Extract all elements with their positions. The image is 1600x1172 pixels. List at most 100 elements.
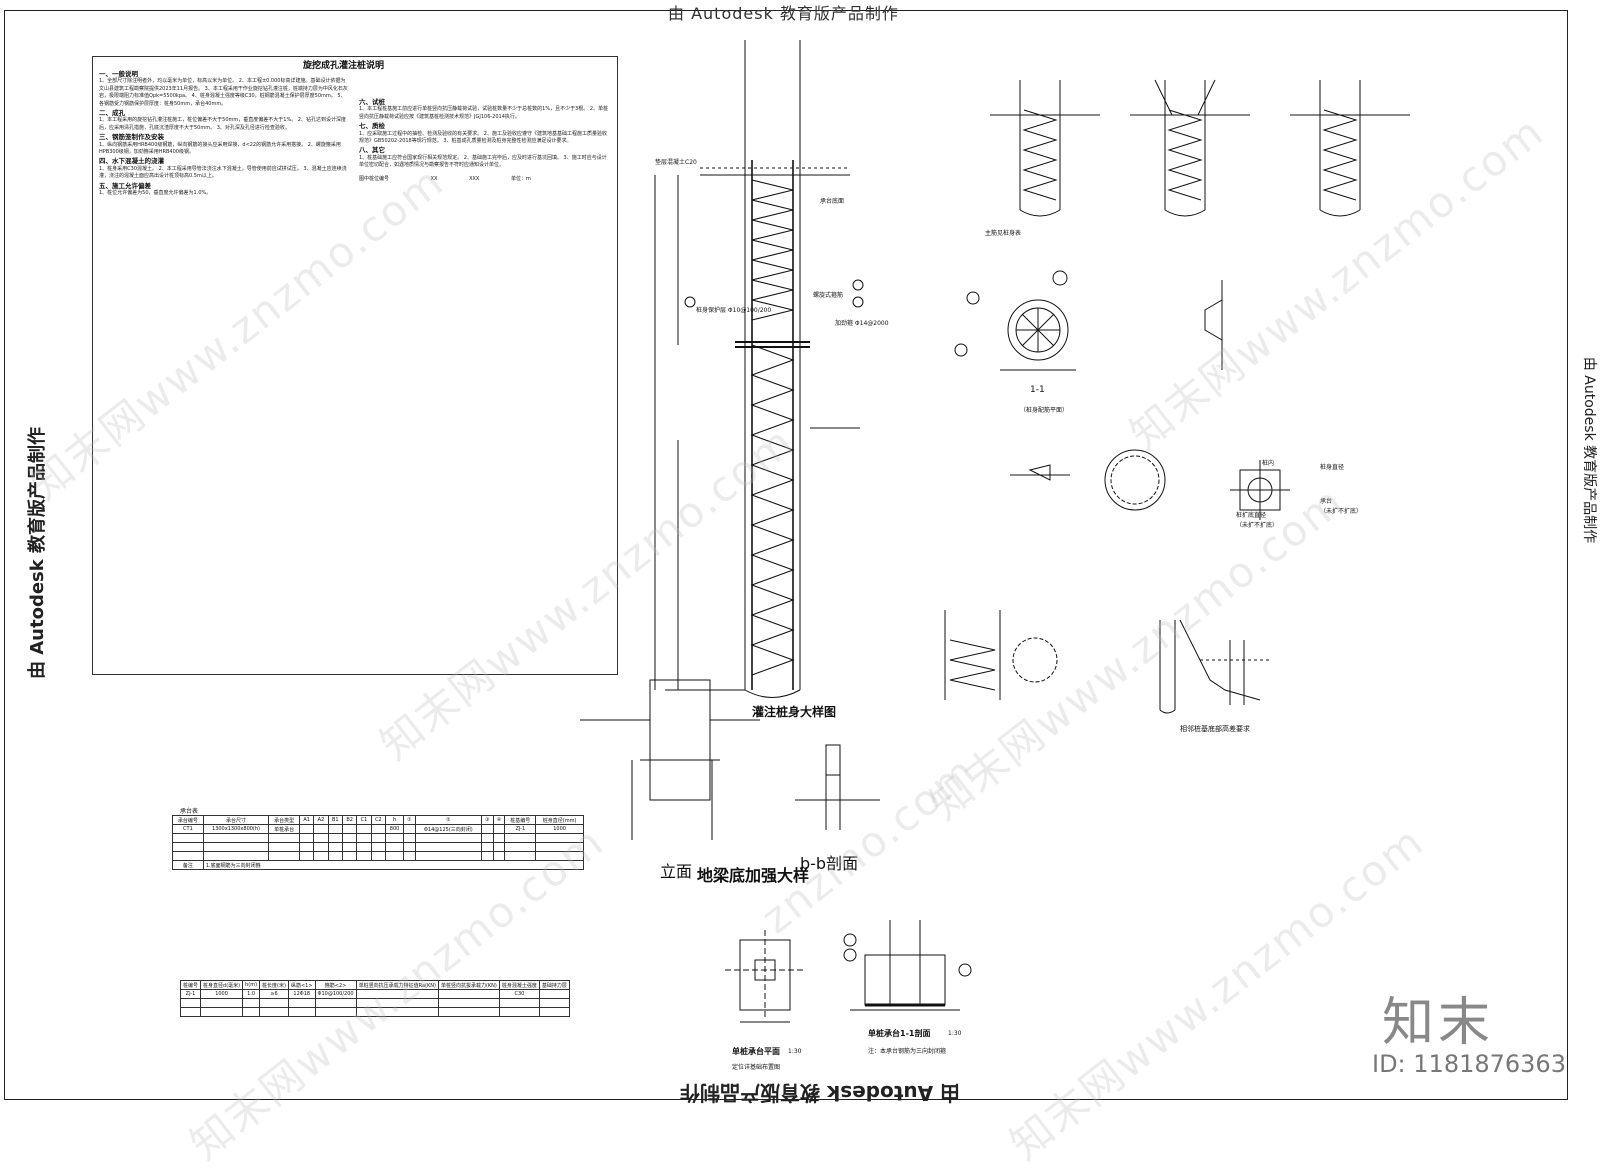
- notes-paragraph: 1、纵向钢筋采用HRB400级钢筋，纵向钢筋的接头应采用焊接，d<22的钢筋允许…: [99, 141, 341, 156]
- table-cell: [341, 824, 358, 834]
- sign-value: XXX: [469, 175, 480, 182]
- table-header: 桩编号: [179, 980, 202, 990]
- cap-table-block: 承台表 承台编号 承台尺寸 承台类型 A1 A2 B1 B2 C1 C2 h ①…: [172, 806, 585, 870]
- bearing-label: 承台: [1320, 498, 1333, 505]
- beam-detail-caption: 地梁底加强大样: [697, 866, 810, 885]
- pile-label: 加劲箍 Φ14@2000: [835, 320, 889, 327]
- notes-paragraph: 1、桩基础施工应符合国家现行相关规范规定。 2、基础施工完毕后，应及时进行基坑回…: [359, 154, 607, 169]
- cap-table-title: 承台表: [180, 808, 199, 815]
- table-note-label: 备注: [172, 860, 204, 870]
- table-row: [179, 1007, 570, 1017]
- table-header: 纵筋<1>: [287, 980, 316, 990]
- table-cell: [481, 824, 494, 834]
- table-header: h: [385, 815, 405, 825]
- table-cell: [327, 824, 343, 834]
- bearing-label: 桩身直径: [1320, 464, 1345, 471]
- section-1-1: [954, 270, 1076, 371]
- pile-table-block: 桩编号 桩身直径d(毫米) h(m) 桩长度(米) 纵筋<1> 箍筋<2> 单桩…: [179, 980, 570, 1017]
- table-row: [172, 842, 584, 852]
- notes-heading: 五、施工允许偏差: [99, 181, 151, 190]
- notes-paragraph: 1、本工程桩基施工前应进行单桩竖向抗压静载荷试验，试验桩数量不少于总桩数的1%，…: [359, 106, 609, 120]
- pile-label: 桩身保护层 Φ10@100/200: [696, 307, 772, 314]
- cap-section-scale: 1:30: [948, 1030, 962, 1037]
- table-cell: ≥6: [259, 989, 289, 999]
- sign-unit: 单位：m: [510, 175, 531, 182]
- table-cell: [437, 989, 500, 999]
- table-note-row: 备注 1.底面钢筋为三向封闭箍: [172, 860, 585, 870]
- table-cell: [370, 824, 387, 834]
- notes-heading: 七、质检: [359, 122, 385, 131]
- table-cell: 单桩承台: [268, 824, 301, 834]
- table-cell: [299, 824, 315, 834]
- table-cell: 800: [385, 824, 405, 834]
- weld-detail: [1010, 280, 1223, 511]
- bearing-label: 桩内: [1262, 460, 1275, 467]
- notes-heading: 六、试桩: [359, 98, 385, 106]
- table-cell: [356, 824, 372, 834]
- pile-table: 桩编号 桩身直径d(毫米) h(m) 桩长度(米) 纵筋<1> 箍筋<2> 单桩…: [179, 980, 570, 1017]
- table-cell: [492, 824, 506, 834]
- pile-body-caption: 灌注桩身大样图: [752, 705, 837, 719]
- notes-paragraph: 1、应采取施工过程中的抽检、检测及验收的有关要求。 2、施工及验收应遵守《建筑地…: [359, 130, 607, 145]
- drawing-frame: [4, 10, 1568, 1100]
- cap-section: [843, 920, 972, 1011]
- table-header: 承台尺寸: [202, 815, 270, 825]
- top-watermark: 由 Autodesk 教育版产品制作: [668, 4, 899, 23]
- pile-label: 螺旋式箍筋: [813, 292, 844, 299]
- table-header: 基础持力层: [538, 980, 570, 990]
- cap-plan-note: 定位详基础布置图: [732, 1064, 781, 1071]
- pile-head-details: [990, 79, 1410, 217]
- notes-right-column: 六、试桩 1、本工程桩基施工前应进行单桩竖向抗压静载荷试验，试验桩数量不少于总桩…: [359, 97, 609, 183]
- table-cell: ZJ-1: [179, 989, 202, 999]
- pile-label: 承台底面: [820, 198, 845, 205]
- cap-section-caption: 单桩承台1-1剖面: [868, 1029, 931, 1038]
- table-header: 承台编号: [172, 815, 204, 825]
- sign-block: 图中桩位编号 XX XXX 单位：m: [359, 176, 609, 183]
- table-header: B2: [341, 815, 358, 825]
- cap-plan-caption: 单桩承台平面: [732, 1047, 780, 1056]
- table-cell: C30: [498, 989, 540, 999]
- design-notes: 旋挖成孔灌注桩说明 一、一般说明 1、全部尺寸除注明者外，均以毫米为单位，标高以…: [92, 56, 618, 675]
- brand-id: ID: 1181876363: [1372, 1050, 1566, 1078]
- beam-elevation-caption: 立面: [660, 862, 693, 881]
- adjacent-pile-caption: 相邻桩基底部高差要求: [1180, 725, 1250, 733]
- table-cell: ZJ-1: [504, 824, 537, 834]
- table-header: ③: [481, 815, 494, 825]
- notes-paragraph: 1、桩身采用C30混凝土。 2、本工程采用导管法浇注水下混凝土，导管使用前应试拼…: [99, 165, 347, 180]
- brand-logo: 知末: [1382, 993, 1495, 1053]
- pile-label: 主筋见桩身表: [985, 230, 1022, 237]
- notes-heading: 八、其它: [359, 146, 385, 155]
- notes-paragraph: 1、本工程采用的旋挖钻孔灌注桩施工，桩位偏差不大于50mm，垂直度偏差不大于1%…: [99, 117, 346, 131]
- cap-plan: [725, 930, 805, 1023]
- table-header: 桩基编号: [504, 815, 537, 825]
- table-note: 1.底面钢筋为三向封闭箍: [202, 860, 585, 870]
- table-header: ②: [414, 815, 483, 825]
- notes-title: 旋挖成孔灌注桩说明: [303, 61, 385, 71]
- pile-label: 垫层混凝土C20: [655, 159, 697, 166]
- table-row: CT1 1300x1300x800(h) 单桩承台 800 Φ14@125(三向…: [172, 824, 584, 834]
- table-header: 桩身混凝土强度: [498, 980, 540, 990]
- table-header: 桩长度(米): [259, 980, 289, 990]
- cap-plan-scale: 1:30: [788, 1048, 802, 1055]
- table-header-row: 承台编号 承台尺寸 承台类型 A1 A2 B1 B2 C1 C2 h ① ② ③…: [172, 815, 584, 825]
- table-row: [172, 833, 584, 843]
- bearing-detail: [1230, 460, 1290, 520]
- cap-section-note: 注：本承台钢筋为三向封闭箍: [868, 1048, 947, 1055]
- pile-body-detail: [654, 40, 864, 698]
- notes-heading: 三、钢筋笼制作及安装: [99, 133, 164, 142]
- table-header: B1: [327, 815, 343, 825]
- sign-label: 图中桩位编号: [359, 175, 390, 182]
- table-cell: Φ14@125(三向封闭): [414, 824, 483, 834]
- table-cell: 12Φ18: [287, 989, 316, 999]
- bearing-label: （未扩不扩底）: [1320, 508, 1363, 515]
- notes-paragraph: 1、全部尺寸除注明者外，均以毫米为单位，标高以米为单位。 2、本工程±0.000…: [99, 78, 348, 107]
- table-cell: CT1: [172, 824, 204, 834]
- table-cell: [538, 989, 570, 999]
- notes-heading: 一、一般说明: [99, 70, 138, 78]
- beam-section-caption: b-b剖面: [800, 854, 859, 873]
- bearing-label: （未扩不扩底）: [1236, 522, 1279, 529]
- cap-table: 承台编号 承台尺寸 承台类型 A1 A2 B1 B2 C1 C2 h ① ② ③…: [172, 815, 585, 870]
- notes-paragraph: 1、桩位允许偏差为50，垂直度允许偏差为1.0%。: [99, 190, 212, 197]
- table-cell: 1.0: [242, 989, 261, 999]
- table-header: C1: [356, 815, 372, 825]
